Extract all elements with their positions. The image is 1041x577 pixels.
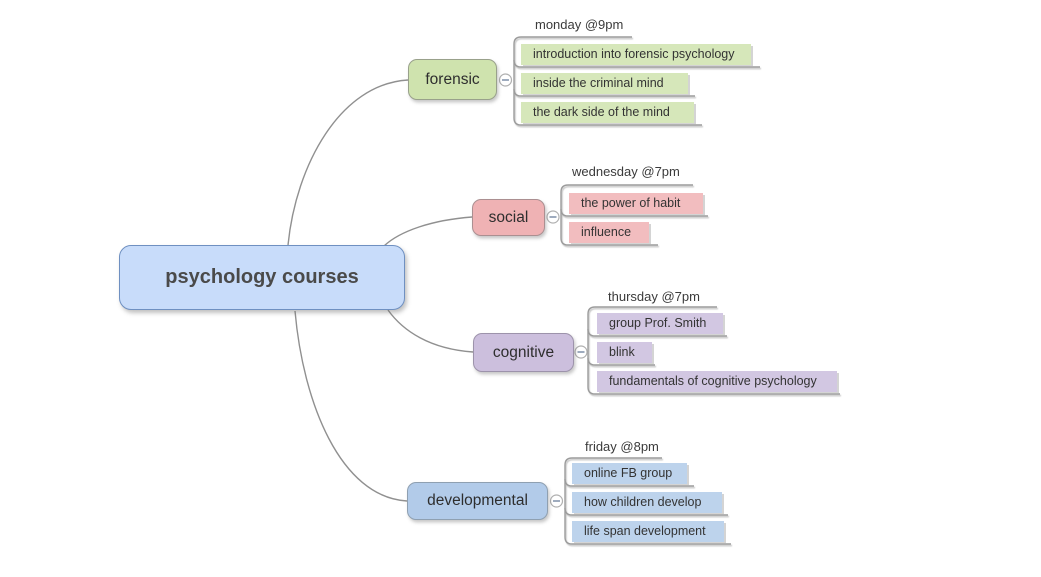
bracket-developmental	[564, 457, 731, 545]
bracket-cognitive	[587, 306, 840, 395]
schedule-label-developmental[interactable]: friday @8pm	[585, 439, 659, 454]
child-topic[interactable]: how children develop	[572, 492, 722, 513]
curve-root-cognitive	[387, 309, 474, 353]
child-topic[interactable]: blink	[597, 342, 652, 363]
collapse-icon-developmental[interactable]	[549, 494, 564, 508]
child-topic[interactable]: the dark side of the mind	[521, 102, 694, 123]
root-topic[interactable]: psychology courses	[119, 245, 405, 310]
child-topic[interactable]: inside the criminal mind	[521, 73, 688, 94]
collapse-icons	[498, 73, 588, 508]
child-topic[interactable]: fundamentals of cognitive psychology	[597, 371, 837, 392]
collapse-icon-cognitive[interactable]	[574, 345, 588, 359]
collapse-icon-social[interactable]	[546, 210, 560, 224]
child-topic[interactable]: group Prof. Smith	[597, 313, 723, 334]
bracket-social	[560, 184, 708, 246]
branch-topic-cognitive[interactable]: cognitive	[473, 333, 574, 372]
collapse-icon-forensic[interactable]	[498, 73, 513, 87]
child-topic[interactable]: introduction into forensic psychology	[521, 44, 751, 65]
curve-root-forensic	[287, 79, 409, 246]
child-topic[interactable]: life span development	[572, 521, 724, 542]
child-topic[interactable]: online FB group	[572, 463, 687, 484]
schedule-label-forensic[interactable]: monday @9pm	[535, 17, 624, 32]
child-topic[interactable]: the power of habit	[569, 193, 703, 214]
branch-topic-social[interactable]: social	[472, 199, 545, 236]
curve-root-developmental	[294, 310, 408, 502]
curve-root-social	[383, 216, 473, 247]
child-topic[interactable]: influence	[569, 222, 649, 243]
schedule-label-social[interactable]: wednesday @7pm	[572, 164, 680, 179]
branch-topic-forensic[interactable]: forensic	[408, 59, 497, 100]
bracket-forensic	[513, 36, 760, 126]
root-branch-curves	[287, 79, 474, 502]
branch-topic-developmental[interactable]: developmental	[407, 482, 548, 520]
schedule-label-cognitive[interactable]: thursday @7pm	[608, 289, 700, 304]
